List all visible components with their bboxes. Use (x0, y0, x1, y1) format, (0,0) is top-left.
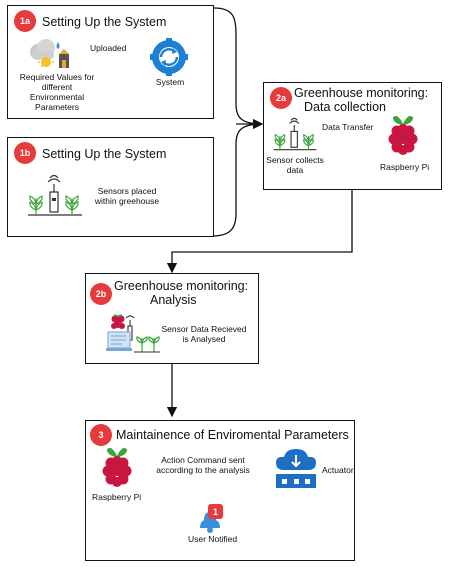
step-1b-title: Setting Up the System (42, 147, 167, 161)
step-1b-box (7, 137, 214, 237)
arrow-2a-2b (166, 190, 353, 274)
step-1a-badge: 1a (14, 10, 36, 32)
step-1a-title: Setting Up the System (42, 15, 167, 29)
step-2b-badge: 2b (90, 283, 112, 305)
step-3-badge: 3 (90, 424, 112, 446)
sensor-collects-label: Sensor collects data (266, 155, 324, 175)
step-3-box (85, 420, 355, 561)
sensor-plants-icon (273, 117, 317, 151)
step-1b-badge: 1b (14, 142, 36, 164)
gear-sync-icon (150, 38, 188, 76)
uploaded-label: Uploaded (90, 43, 127, 53)
sensors-placed-label: Sensors placed within greehouse (94, 186, 160, 206)
raspberry-pi-icon (388, 116, 418, 155)
brace-connector (211, 7, 263, 237)
required-values-label: Required Values for different Environmen… (19, 72, 95, 112)
step-2a-badge: 2a (270, 87, 292, 109)
cloud-sun-rain-icon (30, 39, 69, 68)
cloud-actuator-icon (276, 449, 316, 488)
sensor-data-analysed-label: Sensor Data Recieved is Analysed (161, 324, 247, 344)
step-3-title: Maintainence of Enviromental Parameters (116, 428, 349, 442)
raspberry-pi-icon (102, 448, 132, 487)
actuator-label: Actuator (322, 465, 354, 475)
laptop-sensor-icon (106, 314, 160, 353)
sensor-plants-icon (28, 174, 82, 216)
action-command-label: Action Command sent according to the ana… (156, 455, 250, 475)
system-label: System (155, 77, 185, 87)
step-2b-title-line1: Greenhouse monitoring: (114, 279, 249, 293)
raspberry-pi-label: Raspberry Pi (380, 162, 430, 172)
data-transfer-label: Data Transfer (322, 122, 374, 132)
step-2a-title-line1: Greenhouse monitoring: (294, 86, 429, 100)
raspberry-pi-label-3: Raspberry Pi (92, 492, 142, 502)
notification-count-badge: 1 (208, 504, 223, 519)
step-2a-title-line2: Data collection (304, 100, 386, 114)
step-2b-title-line2: Analysis (150, 293, 197, 307)
user-notified-label: User Notified (188, 534, 238, 544)
